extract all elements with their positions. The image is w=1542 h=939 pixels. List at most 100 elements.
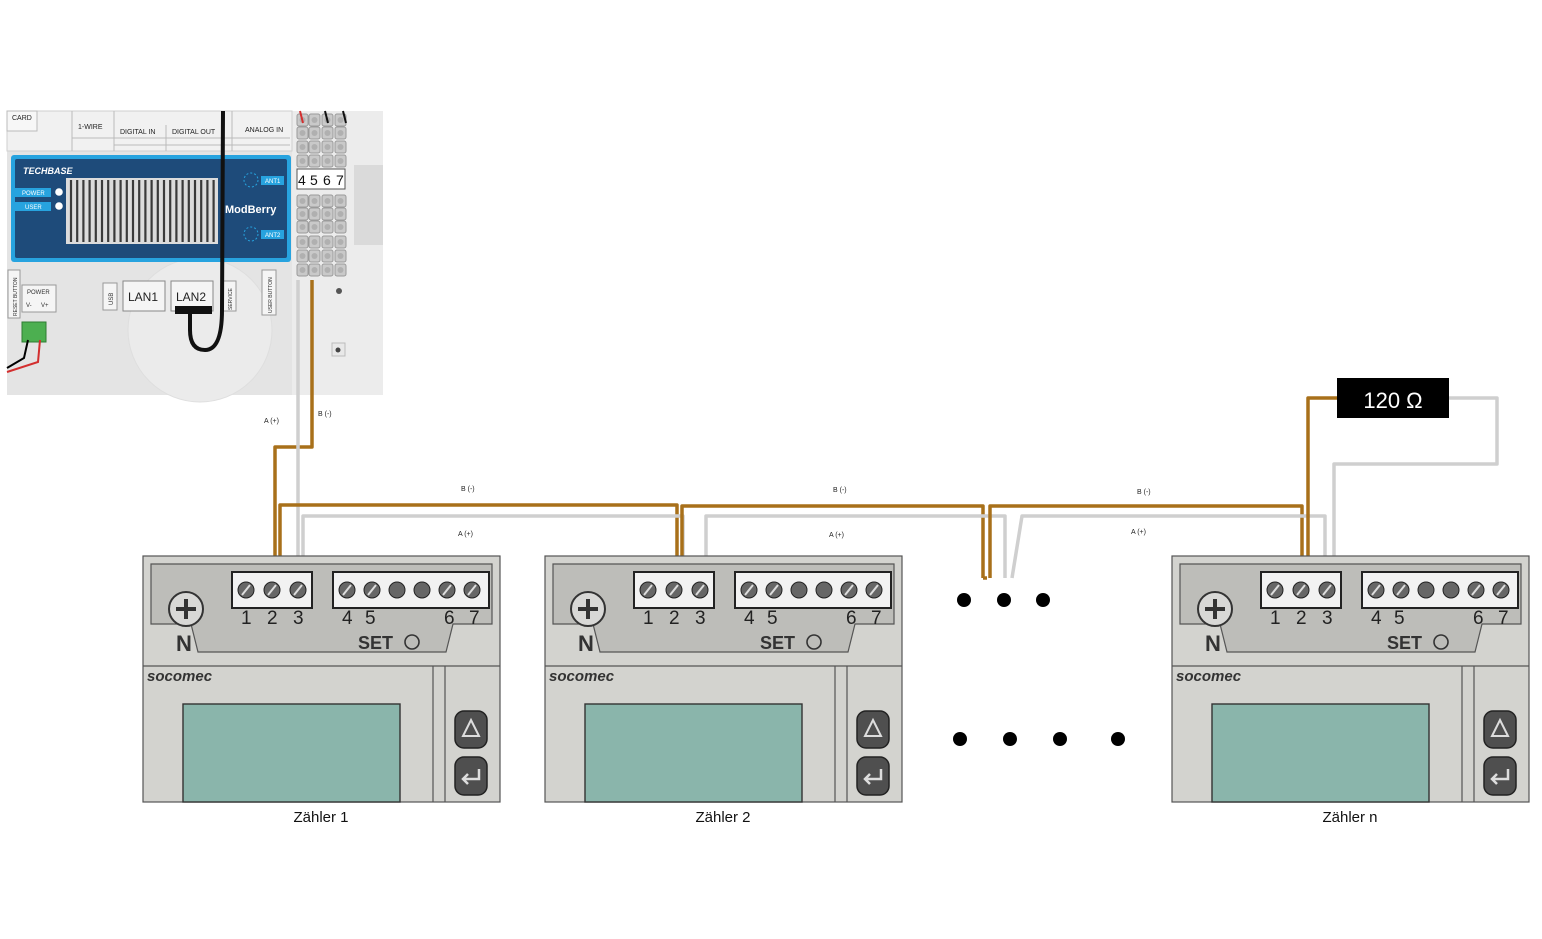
terminal-number: 1 <box>1270 608 1281 629</box>
wire-label-a: A (+) <box>458 531 473 538</box>
wire-b-meter2-to-next <box>704 514 1007 578</box>
terminal-screw-icon <box>337 117 344 123</box>
terminal-screw-icon <box>324 130 331 136</box>
digital-in-label: DIGITAL IN <box>120 129 155 136</box>
terminal-number: 3 <box>293 608 304 629</box>
terminal-screw-icon <box>324 144 331 150</box>
ant2-label: ANT2 <box>265 233 281 239</box>
terminal-number: 6 <box>1473 608 1484 629</box>
plus-icon <box>1205 599 1225 619</box>
screw-slot <box>669 584 679 596</box>
power-terminal-label-box <box>21 284 57 313</box>
controller-modberry: CARD 1-WIRE DIGITAL IN DIGITAL OUT ANALO… <box>6 110 383 403</box>
ellipsis-dot <box>957 593 971 607</box>
service-label: SERVICE <box>228 287 234 310</box>
terminal-number: 7 <box>871 608 882 629</box>
ant1-connector-icon <box>243 172 259 188</box>
ant1-badge <box>261 176 284 185</box>
reset-button-label: RESET BUTTON <box>13 277 19 316</box>
techbase-logo: TECHBASE <box>23 166 74 176</box>
terminal-screw-icon <box>815 581 833 599</box>
vent-grille <box>66 178 218 244</box>
socomec-logo: socomec <box>1176 668 1242 685</box>
user-led-badge <box>15 202 51 211</box>
set-button[interactable] <box>806 634 822 650</box>
up-button[interactable] <box>1483 710 1517 749</box>
terminal-screw-icon <box>337 130 344 136</box>
enter-icon <box>1490 769 1510 785</box>
terminal-screw-icon <box>311 211 318 217</box>
terminal-screw-icon <box>1417 581 1435 599</box>
mounting-screw <box>335 347 341 353</box>
enter-button[interactable] <box>1483 756 1517 796</box>
housing-round-recess <box>127 257 273 403</box>
lan1-label: LAN1 <box>128 290 158 304</box>
terminal-wire <box>342 110 347 124</box>
terminal-screw-icon <box>311 267 318 273</box>
terminal-screw-icon <box>299 144 306 150</box>
power-wire-red <box>6 339 41 373</box>
terminal-screw-icon <box>337 144 344 150</box>
terminal-screw-icon <box>337 158 344 164</box>
screw-slot <box>467 584 477 596</box>
terminal-number-strip <box>296 168 346 190</box>
screw-slot <box>1322 584 1332 596</box>
usb-label: USB <box>109 293 115 305</box>
up-arrow-icon <box>461 717 481 737</box>
screw-slot <box>1371 584 1381 596</box>
terminal-number: 5 <box>365 608 376 629</box>
screw-slot <box>744 584 754 596</box>
terminal-block-aux <box>1361 571 1519 609</box>
socomec-logo: socomec <box>147 668 213 685</box>
wire-a-to-resistor <box>1306 396 1337 578</box>
din-rail <box>354 165 383 245</box>
enter-button[interactable] <box>856 756 890 796</box>
user-button <box>261 269 277 316</box>
screw-slot <box>769 584 779 596</box>
terminal-number: 5 <box>767 608 778 629</box>
wire-a-controller-to-meter1 <box>273 280 314 578</box>
usb-port <box>102 282 118 311</box>
wire-label-b: B (-) <box>1137 489 1151 496</box>
screw-slot <box>241 584 251 596</box>
terminal-screw-icon <box>299 130 306 136</box>
wire-b-to-meter-n <box>1010 514 1327 579</box>
wire-label-a: A (+) <box>264 418 279 425</box>
ant1-label: ANT1 <box>265 179 281 185</box>
terminal-screw-icon <box>388 581 406 599</box>
terminal-screw-icon <box>299 224 306 230</box>
terminal-screw-icon <box>337 267 344 273</box>
wire-label-b: B (-) <box>461 486 475 493</box>
power-v-plus-label: V+ <box>41 303 49 309</box>
terminal-screw-icon <box>337 239 344 245</box>
enter-button[interactable] <box>454 756 488 796</box>
terminal-number: 4 <box>1371 608 1382 629</box>
one-wire-label: 1-WIRE <box>78 124 103 131</box>
terminal-number: 2 <box>267 608 278 629</box>
screw-slot <box>1296 584 1306 596</box>
set-label: SET <box>358 633 393 653</box>
neutral-label: N <box>176 631 192 656</box>
up-button[interactable] <box>856 710 890 749</box>
set-button[interactable] <box>404 634 420 650</box>
modberry-logo: ModBerry <box>225 204 277 216</box>
card-label: CARD <box>12 115 32 122</box>
ellipsis-dot <box>1036 593 1050 607</box>
terminal-screw-icon <box>311 224 318 230</box>
set-button[interactable] <box>1433 634 1449 650</box>
resistor-body <box>1337 378 1449 418</box>
rs485-bus-wiring <box>273 280 1499 580</box>
terminal-screw-icon <box>311 117 318 123</box>
wire-label-a: A (+) <box>829 532 844 539</box>
terminal-wire <box>324 110 329 124</box>
neutral-label: N <box>578 631 594 656</box>
terminal-screw-icon <box>299 239 306 245</box>
screw-slot <box>1471 584 1481 596</box>
ellipsis-dot <box>997 593 1011 607</box>
up-button[interactable] <box>454 710 488 749</box>
terminal-screw-icon <box>337 253 344 259</box>
analog-in-label: ANALOG IN <box>245 127 283 134</box>
continuation-dots <box>953 593 1125 746</box>
